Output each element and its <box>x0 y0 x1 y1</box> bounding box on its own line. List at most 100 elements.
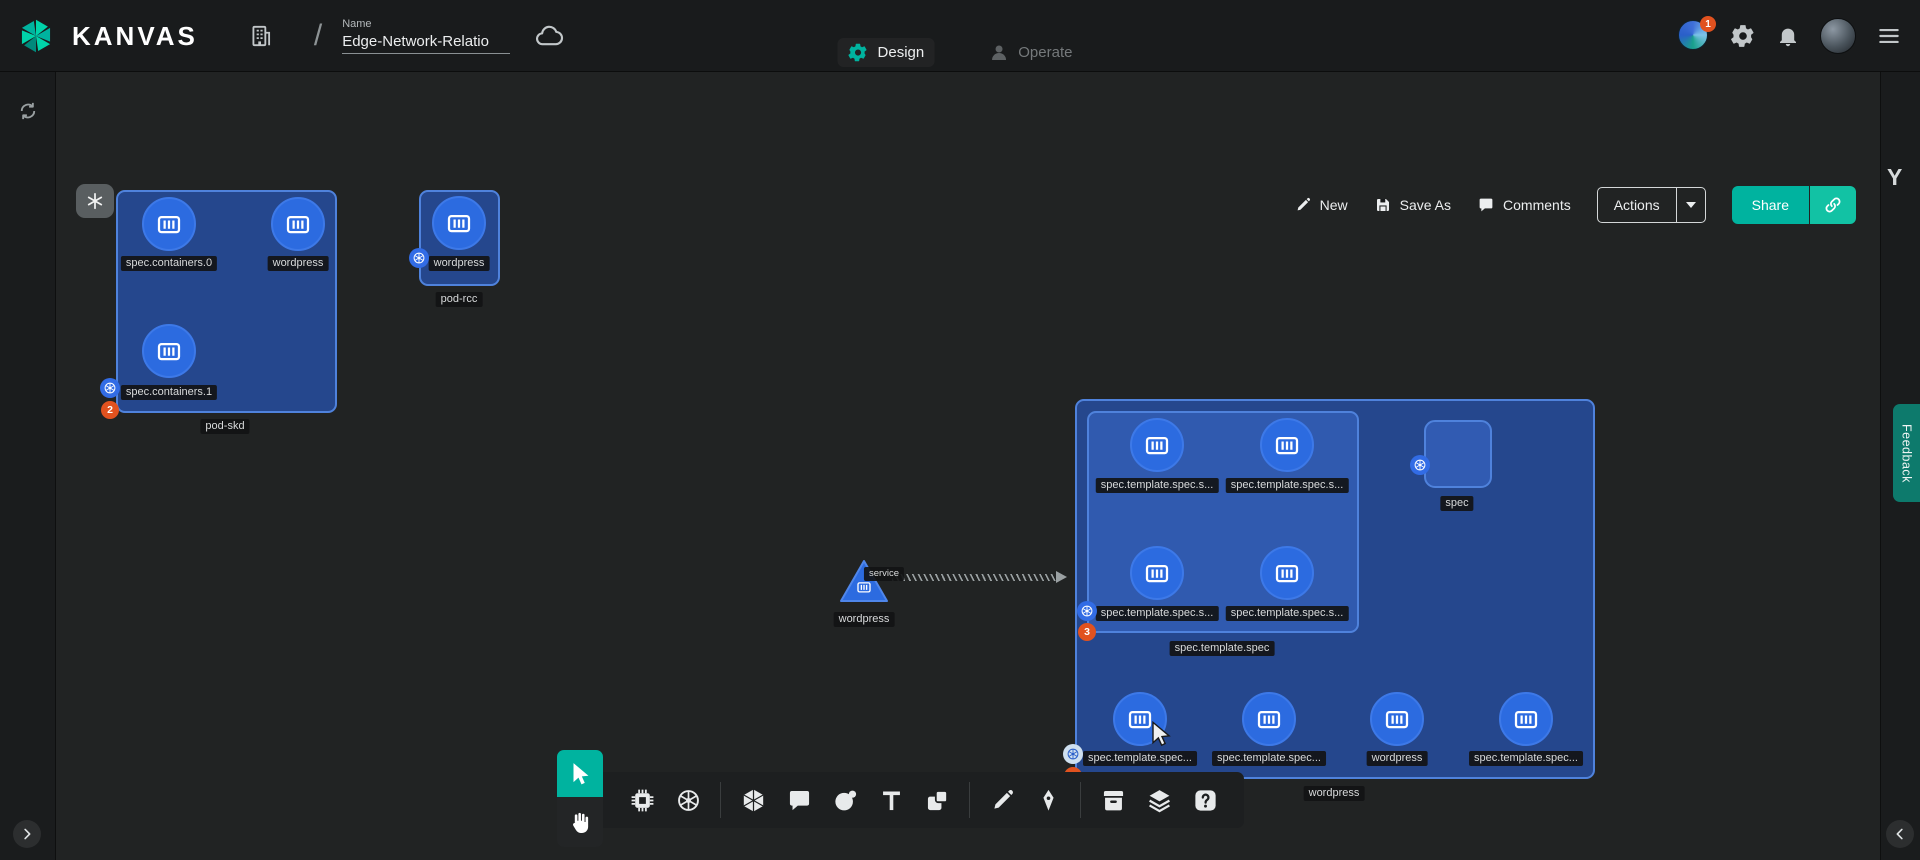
operate-person-icon <box>988 42 1009 63</box>
tab-design-label: Design <box>878 44 925 61</box>
pen-nib-icon <box>1035 787 1062 814</box>
comments-button[interactable]: Comments <box>1477 196 1571 214</box>
node-label: wordpress <box>1367 751 1428 766</box>
container-icon <box>1382 704 1412 734</box>
design-canvas[interactable]: spec.containers.0 wordpress spec.contain… <box>0 72 1920 860</box>
organization-building-icon[interactable] <box>248 23 274 49</box>
comment-tool-button[interactable] <box>776 777 822 823</box>
pen-tool-button[interactable] <box>1025 777 1071 823</box>
node-spec-containers-1[interactable] <box>142 324 196 378</box>
snowflake-icon <box>86 192 104 210</box>
node-wordpress-pod-rcc[interactable] <box>432 196 486 250</box>
breadcrumb-separator: / <box>314 19 322 53</box>
group-label: spec.template.spec <box>1170 641 1275 656</box>
media-blob-icon <box>832 787 859 814</box>
node-label: spec.template.spec.s... <box>1226 478 1349 493</box>
kubernetes-badge-icon[interactable] <box>1410 455 1430 475</box>
error-count-badge[interactable]: 3 <box>1078 623 1096 641</box>
catalog-tool-button[interactable] <box>1090 777 1136 823</box>
new-button[interactable]: New <box>1294 196 1348 214</box>
node-wordpress-service[interactable] <box>838 558 890 604</box>
hamburger-menu-icon[interactable] <box>1876 23 1902 49</box>
node-spec-template-bottom-1[interactable] <box>1242 692 1296 746</box>
node-label: spec.template.spec... <box>1212 751 1326 766</box>
meshery-tool-button[interactable] <box>730 777 776 823</box>
text-icon <box>878 787 905 814</box>
node-spec-template-bottom-0[interactable] <box>1113 692 1167 746</box>
kubernetes-badge-icon[interactable] <box>409 248 429 268</box>
actions-dropdown-toggle[interactable] <box>1677 188 1705 222</box>
pencil-icon <box>1294 196 1312 214</box>
helm-wheel-icon <box>1080 604 1094 618</box>
layers-tool-button[interactable] <box>1136 777 1182 823</box>
kanvas-logo-icon[interactable] <box>16 16 56 56</box>
design-name-value[interactable]: Edge-Network-Relatio <box>342 33 510 54</box>
node-wordpress-bottom[interactable] <box>1370 692 1424 746</box>
meshery-icon <box>740 787 767 814</box>
text-tool-button[interactable] <box>868 777 914 823</box>
error-count-badge[interactable]: 2 <box>101 401 119 419</box>
canvas-toolbar: New Save As Comments Actions Share <box>1294 186 1856 224</box>
pencil-tool-button[interactable] <box>979 777 1025 823</box>
drawer-icon <box>1100 787 1127 814</box>
node-spec-template-spec-2[interactable] <box>1130 546 1184 600</box>
header-right: 1 <box>1678 0 1902 72</box>
node-spec-containers-0[interactable] <box>142 197 196 251</box>
feedback-label: Feedback <box>1900 424 1914 483</box>
feedback-tab[interactable]: Feedback <box>1893 404 1920 502</box>
node-spec-template-spec-3[interactable] <box>1260 546 1314 600</box>
media-tool-button[interactable] <box>822 777 868 823</box>
chevron-down-icon <box>1686 202 1696 208</box>
kubernetes-badge-icon[interactable] <box>1077 601 1097 621</box>
chip-icon <box>629 787 656 814</box>
container-icon <box>1125 704 1155 734</box>
select-tool-button[interactable] <box>557 750 603 797</box>
pan-tool-button[interactable] <box>557 797 603 847</box>
container-icon <box>444 208 474 238</box>
deployment-badge-icon[interactable] <box>1063 744 1083 764</box>
user-avatar[interactable] <box>1820 18 1856 54</box>
node-wordpress-pod-skd[interactable] <box>271 197 325 251</box>
group-label: pod-rcc <box>436 292 483 307</box>
name-label: Name <box>342 18 510 30</box>
pencil-icon <box>989 787 1016 814</box>
tab-design[interactable]: Design <box>838 38 935 67</box>
achievement-emblem-button[interactable]: 1 <box>1678 20 1710 52</box>
node-spec[interactable] <box>1424 420 1492 488</box>
app-logo-text[interactable]: KANVAS <box>72 21 198 52</box>
help-tool-button[interactable] <box>1182 777 1228 823</box>
right-panel-handle[interactable]: Y <box>1887 164 1902 191</box>
node-spec-template-spec-1[interactable] <box>1260 418 1314 472</box>
helm-wheel-icon <box>1413 458 1427 472</box>
group-label: wordpress <box>1304 786 1365 801</box>
chevron-right-icon <box>19 826 35 842</box>
cloud-icon[interactable] <box>534 21 564 51</box>
share-button[interactable]: Share <box>1732 186 1809 224</box>
container-icon <box>283 209 313 239</box>
node-spec-template-bottom-3[interactable] <box>1499 692 1553 746</box>
components-tool-button[interactable] <box>619 777 665 823</box>
copy-link-button[interactable] <box>1810 186 1856 224</box>
kubernetes-tool-button[interactable] <box>665 777 711 823</box>
container-icon <box>1254 704 1284 734</box>
expand-right-panel-button[interactable] <box>1886 820 1914 848</box>
notifications-bell-icon[interactable] <box>1776 24 1800 48</box>
snowflake-freeze-button[interactable] <box>76 184 114 218</box>
node-label: spec.containers.0 <box>121 256 217 271</box>
shapes-tool-button[interactable] <box>914 777 960 823</box>
link-icon <box>1823 195 1843 215</box>
actions-button[interactable]: Actions <box>1597 187 1706 223</box>
group-spec-template-spec[interactable] <box>1087 411 1359 633</box>
tab-operate[interactable]: Operate <box>978 38 1082 67</box>
actions-label: Actions <box>1598 188 1676 222</box>
node-label: spec.containers.1 <box>121 385 217 400</box>
sync-refresh-button[interactable] <box>15 98 41 124</box>
kubernetes-badge-icon[interactable] <box>100 378 120 398</box>
node-spec-template-spec-0[interactable] <box>1130 418 1184 472</box>
service-edge[interactable] <box>892 574 1056 581</box>
comment-bubble-icon <box>786 787 813 814</box>
settings-gear-icon[interactable] <box>1730 23 1756 49</box>
design-name-field[interactable]: Name Edge-Network-Relatio <box>342 18 510 54</box>
save-as-button[interactable]: Save As <box>1374 196 1451 214</box>
expand-left-panel-button[interactable] <box>13 820 41 848</box>
